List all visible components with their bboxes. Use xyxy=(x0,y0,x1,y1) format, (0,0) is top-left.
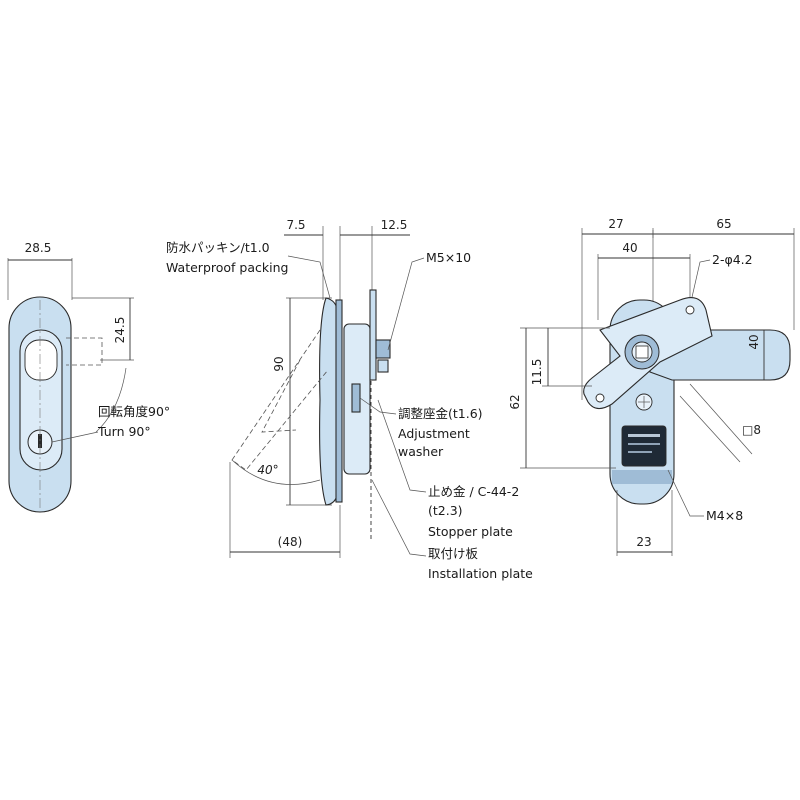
leader-line xyxy=(51,431,99,443)
slot-dim-label: 24.5 xyxy=(113,317,127,344)
side-packing xyxy=(335,299,343,503)
packing-label-en: Waterproof packing xyxy=(166,260,288,275)
rotation-arc xyxy=(95,367,127,433)
washer-leader xyxy=(359,397,397,415)
rear-nameplate-line-3 xyxy=(628,451,652,453)
rotation-label-en: Turn 90° xyxy=(97,424,151,439)
rotation-label-jp: 回転角度90° xyxy=(98,404,170,419)
rear-nameplate-line-1 xyxy=(628,434,660,437)
dim-40-top: 40 xyxy=(622,241,637,255)
side-screw-head xyxy=(375,339,391,359)
packing-leader xyxy=(287,255,331,299)
width-dim-label: 28.5 xyxy=(25,241,52,255)
dim-23: 23 xyxy=(636,535,651,549)
front-handle-grip xyxy=(24,339,58,381)
holes-leader xyxy=(689,259,711,307)
stopper-leader xyxy=(377,399,427,493)
swing-angle-dim: 40° xyxy=(257,463,278,477)
square-leader-1 xyxy=(679,395,741,463)
rear-hole-1 xyxy=(685,305,695,315)
dim-62: 62 xyxy=(508,394,522,409)
packing-thickness-dim: 7.5 xyxy=(286,218,305,232)
side-nut xyxy=(377,359,389,373)
swing-ghost-outer xyxy=(231,329,329,471)
lever-ghost xyxy=(66,337,103,366)
dim-27: 27 xyxy=(608,217,623,231)
open-dim: (48) xyxy=(278,535,303,549)
holes-label: 2-φ4.2 xyxy=(712,252,753,267)
screw-leader xyxy=(387,257,425,351)
rear-nameplate-line-2 xyxy=(628,443,660,445)
m4-leader xyxy=(667,469,704,517)
stopper-thickness: (t2.3) xyxy=(428,503,463,518)
side-handle-body xyxy=(319,297,339,506)
stopper-label-en: Stopper plate xyxy=(428,524,513,539)
m4-screw-label: M4×8 xyxy=(706,508,743,523)
washer-label-jp: 調整座金(t1.6) xyxy=(398,406,483,421)
dim-65: 65 xyxy=(716,217,731,231)
square-leader-2 xyxy=(689,383,753,455)
side-view: 7.5 12.5 防水パッキン/t1.0 Waterproof packing … xyxy=(166,218,533,581)
washer-label-en-1: Adjustment xyxy=(398,426,470,441)
swing-ghost-inner xyxy=(261,359,301,433)
height-dim: 90 xyxy=(272,356,286,371)
front-view: 28.5 24.5 回転角度90° Turn 90° xyxy=(7,241,170,513)
rear-view: 27 65 40 2-φ4.2 40 xyxy=(508,217,795,556)
rear-lower-band xyxy=(612,470,672,484)
rear-hole-2 xyxy=(595,393,605,403)
install-label-jp: 取付け板 xyxy=(428,546,479,561)
stopper-label-jp: 止め金 / C-44-2 xyxy=(428,484,519,499)
screw-label: M5×10 xyxy=(426,250,471,265)
install-label-en: Installation plate xyxy=(428,566,533,581)
rear-nameplate xyxy=(621,425,667,467)
square-dim: □8 xyxy=(742,423,761,437)
depth-dim: 12.5 xyxy=(381,218,408,232)
dim-11-5: 11.5 xyxy=(530,359,544,386)
dim-40-right: 40 xyxy=(747,334,761,349)
install-leader xyxy=(371,479,427,557)
rear-hub-square xyxy=(635,345,649,359)
side-screw-shaft xyxy=(369,289,377,381)
swing-angle-arc xyxy=(231,459,321,485)
packing-label-jp: 防水パッキン/t1.0 xyxy=(166,240,270,255)
side-adjust-washer xyxy=(351,383,361,413)
washer-label-en-2: washer xyxy=(398,444,444,459)
